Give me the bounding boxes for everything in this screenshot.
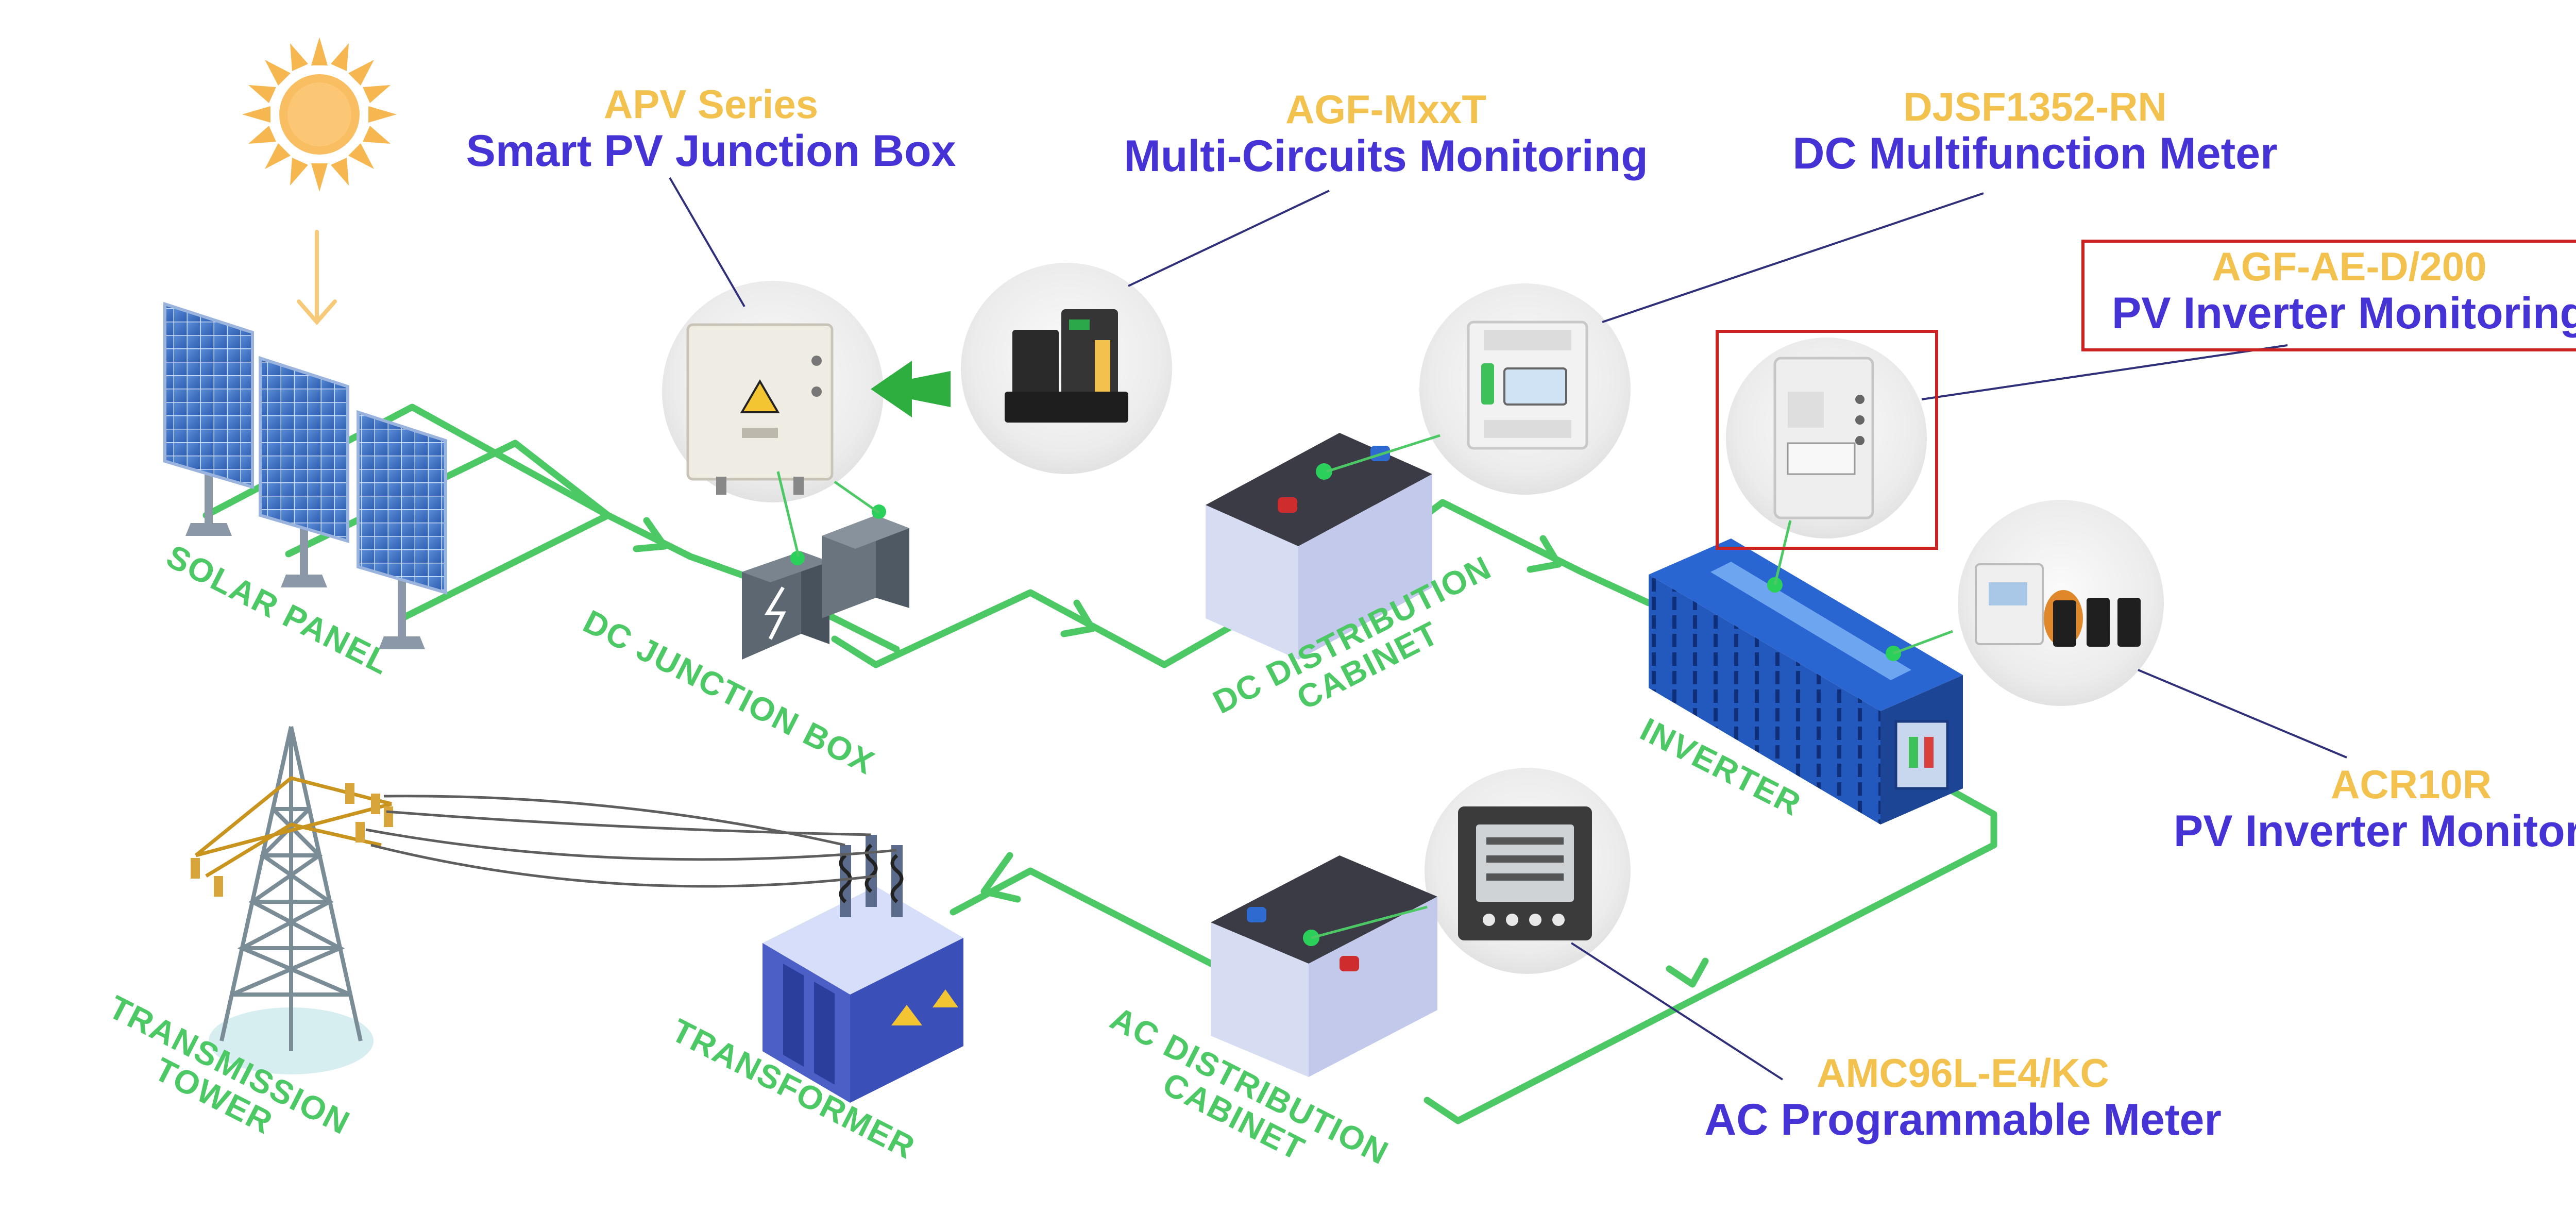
acr10r-model: ACR10R bbox=[2330, 762, 2492, 807]
battery-icon bbox=[1206, 433, 1440, 660]
djsf-desc: DC Multifunction Meter bbox=[1792, 128, 2278, 178]
solar-panel-icon bbox=[163, 301, 447, 649]
leader-lines bbox=[669, 177, 2347, 1081]
transformer-icon bbox=[762, 835, 963, 1103]
junction-box-icon bbox=[686, 323, 834, 495]
meter-icon bbox=[1467, 321, 1588, 450]
apv-desc: Smart PV Junction Box bbox=[466, 126, 956, 176]
djsf-model: DJSF1352-RN bbox=[1903, 84, 2167, 129]
junction-box-icon bbox=[742, 504, 909, 660]
djsf-label: DJSF1352-RN DC Multifunction Meter bbox=[1762, 85, 2308, 178]
battery-icon bbox=[1211, 855, 1437, 1077]
amc96l-model: AMC96L-E4/KC bbox=[1817, 1050, 2109, 1096]
inverter-icon bbox=[1649, 520, 1963, 824]
highlight-box-label bbox=[2081, 240, 2576, 351]
arrow-down-icon bbox=[297, 230, 337, 326]
agf-mxxt-model: AGF-MxxT bbox=[1285, 87, 1486, 132]
agf-mxxt-label: AGF-MxxT Multi-Circuits Monitoring bbox=[1097, 87, 1674, 181]
acr10r-desc: PV Inverter Monitoring bbox=[2173, 806, 2576, 856]
agf-mxxt-desc: Multi-Circuits Monitoring bbox=[1124, 131, 1648, 181]
flow-arrows bbox=[633, 517, 1709, 988]
transmission-tower-icon bbox=[191, 726, 897, 1074]
arrow-left-icon bbox=[871, 361, 951, 417]
meter-icon bbox=[1773, 357, 1874, 519]
sun-icon bbox=[242, 37, 397, 192]
highlight-box-device bbox=[1716, 330, 1938, 550]
amc96l-label: AMC96L-E4/KC AC Programmable Meter bbox=[1690, 1051, 2236, 1144]
apv-label: APV Series Smart PV Junction Box bbox=[453, 82, 969, 175]
apv-model: APV Series bbox=[603, 81, 819, 127]
agf-ae-label: AGF-AE-D/200 PV Inverter Monitoring bbox=[2092, 244, 2576, 338]
meter-icon bbox=[1458, 806, 1592, 940]
meter-icon bbox=[1005, 309, 1128, 423]
agf-ae-desc: PV Inverter Monitoring bbox=[2111, 288, 2576, 338]
acr10r-label: ACR10R PV Inverter Monitoring bbox=[2154, 762, 2576, 856]
agf-ae-model: AGF-AE-D/200 bbox=[2212, 244, 2487, 289]
amc96l-desc: AC Programmable Meter bbox=[1704, 1095, 2222, 1144]
meter-icon bbox=[1975, 563, 2141, 647]
